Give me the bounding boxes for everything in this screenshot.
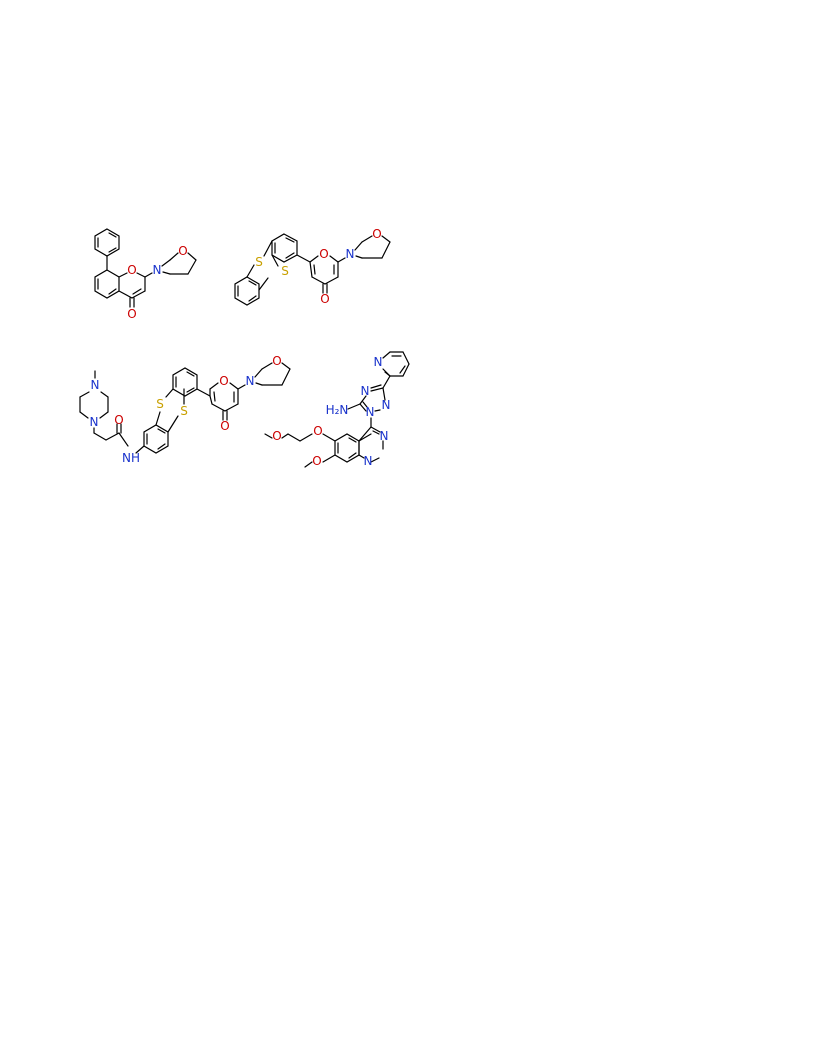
nitrogen-atom: N (153, 263, 162, 277)
quinazoline-nitrogen-atom: N (380, 429, 389, 443)
nitrogen-atom: N (346, 247, 355, 261)
oxygen-atom: O (127, 263, 136, 277)
amide-nh-atom: NH (122, 451, 140, 465)
carbonyl-oxygen-atom: O (220, 419, 229, 433)
ether-oxygen-atom: O (313, 424, 322, 438)
sulfur-atom: S (255, 255, 263, 269)
oxygen-atom: O (178, 244, 187, 258)
ether-oxygen-atom: O (272, 429, 281, 443)
oxygen-atom: O (272, 354, 281, 368)
molecule-1-atoms: O N O O (127, 244, 187, 321)
nitrogen-atom: N (90, 415, 99, 429)
sulfur-atom: S (180, 404, 188, 418)
methoxy-oxygen-atom: O (312, 454, 321, 468)
molecule-3-bonds (79, 362, 291, 454)
oxygen-atom: O (372, 227, 381, 241)
molecule-4-atoms: N N N N H₂N O O O N N (272, 355, 390, 468)
sulfur-atom: S (156, 397, 164, 411)
amine-group-label: H₂N (326, 403, 349, 417)
oxygen-atom: O (219, 374, 228, 388)
quinazoline-nitrogen-atom: N (364, 454, 373, 468)
molecule-3: N N O NH S S O N O O (79, 354, 291, 465)
amide-oxygen-atom: O (114, 413, 123, 427)
sulfur-atom: S (281, 264, 289, 278)
triazole-nitrogen-atom: N (366, 405, 375, 419)
triazole-nitrogen-atom: N (361, 384, 370, 398)
carbonyl-oxygen-atom: O (127, 307, 136, 321)
molecule-2: S S O N O O (234, 227, 391, 306)
carbonyl-oxygen-atom: O (320, 292, 329, 306)
oxygen-atom: O (319, 247, 328, 261)
nitrogen-atom: N (246, 374, 255, 388)
molecule-2-bonds (234, 233, 391, 306)
molecule-3-atoms: N N O NH S S O N O O (90, 354, 282, 465)
molecule-4: N N N N H₂N O O O N N (264, 351, 410, 468)
nitrogen-atom: N (91, 378, 100, 392)
molecule-1-bonds (94, 228, 197, 308)
molecule-2-atoms: S S O N O O (255, 227, 382, 306)
pyridine-nitrogen-atom: N (374, 355, 383, 369)
triazole-nitrogen-atom: N (382, 398, 391, 412)
molecule-1: O N O O (94, 228, 197, 321)
molecule-4-bonds (264, 351, 410, 468)
